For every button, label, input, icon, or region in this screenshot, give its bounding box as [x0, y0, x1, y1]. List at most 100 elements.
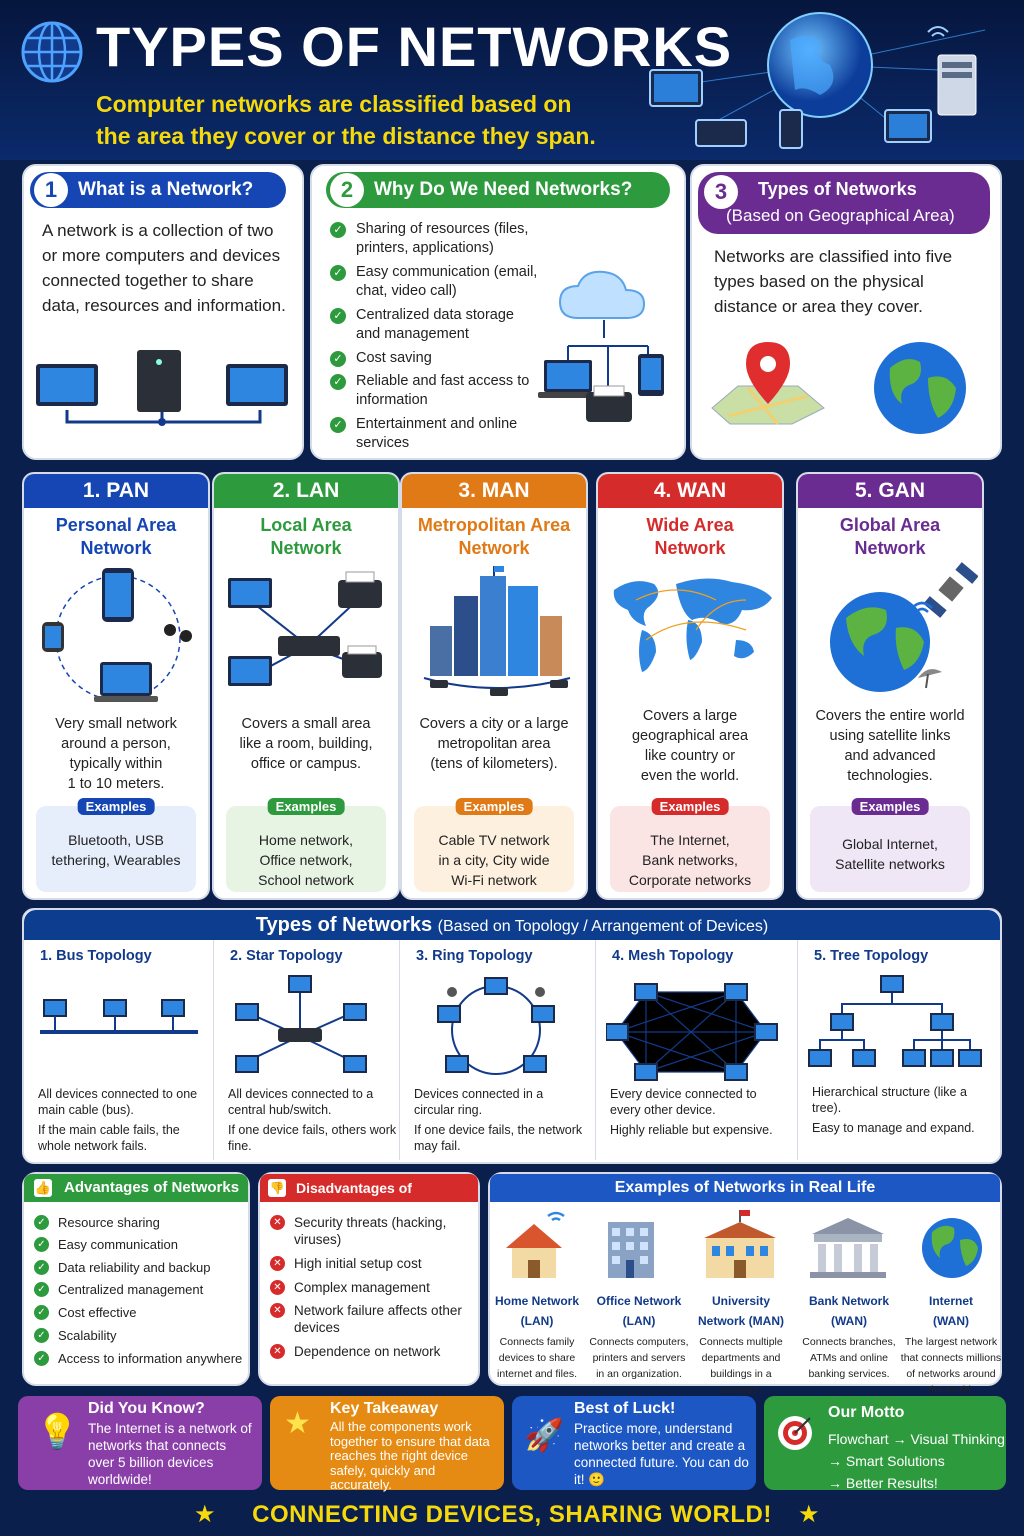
topology-bus: 1. Bus Topology All devices connected to… [24, 940, 214, 1160]
real-life-item-office: Office Network(LAN)Connects computers, p… [589, 1294, 689, 1380]
pan-devices-illustration [42, 568, 192, 702]
section-title: Types of Networks [758, 179, 917, 199]
advantage-item: ✓Scalability [34, 1327, 117, 1344]
topology-bullet: Highly reliable but expensive. [610, 1123, 773, 1137]
subtitle-line: the area they cover or the distance they… [96, 123, 596, 149]
disadvantages-header: Disadvantages of Networks [260, 1174, 478, 1224]
computers-network-illustration [36, 350, 288, 426]
tip-text: The Internet is a network of networks th… [88, 1421, 252, 1487]
topology-bullet: If one device fails, others work fine. [228, 1123, 397, 1153]
page-subtitle: Computer networks are classified based o… [96, 88, 656, 152]
tip-title: Did You Know? [88, 1400, 205, 1417]
check-icon: ✓ [330, 417, 346, 433]
disadvantage-item: ✕Dependence on network [270, 1343, 470, 1360]
network-header: 5. GAN [798, 474, 982, 508]
tip-title: Best of Luck! [574, 1400, 676, 1417]
footer-banner: ★ CONNECTING DEVICES, SHARING WORLD! ★ [0, 1498, 1024, 1536]
network-globe-illustration [649, 12, 986, 149]
examples-text: The Internet,Bank networks,Corporate net… [628, 832, 752, 888]
real-life-item-bank: Bank Network(WAN)Connects branches, ATMs… [802, 1294, 896, 1380]
section-title: What is a Network? [78, 179, 254, 200]
internet-globe-icon [922, 1218, 982, 1278]
topology-ring: 3. Ring Topology Devices connected in a … [400, 940, 596, 1160]
topology-mesh: 4. Mesh Topology Every device connected … [596, 940, 798, 1160]
tip-text: All the components work together to ensu… [330, 1419, 490, 1492]
cloud-devices-illustration [538, 270, 664, 422]
cross-icon: ✕ [270, 1344, 285, 1359]
reason-item: ✓Entertainment and online services [330, 415, 540, 453]
network-header: 3. MAN [402, 474, 586, 508]
our-motto-card: Our Motto Flowchart → Visual Thinking→ S… [764, 1396, 1006, 1491]
real-life-icons [506, 1210, 982, 1278]
check-icon: ✓ [330, 222, 346, 238]
examples-box: Examples Home network,Office network,Sch… [226, 798, 386, 892]
topology-star: 2. Star Topology All devices connected t… [214, 940, 400, 1160]
rocket-icon: 🚀 [524, 1417, 564, 1453]
topology-panel [22, 908, 1002, 1164]
examples-text: Global Internet,Satellite networks [835, 836, 945, 872]
examples-box: Examples The Internet,Bank networks,Corp… [610, 798, 770, 892]
check-icon: ✓ [330, 265, 346, 281]
topology-name: 3. Ring Topology [416, 948, 533, 964]
check-icon: ✓ [34, 1351, 49, 1366]
star-icon: ★ [284, 1407, 311, 1440]
topology-bullet: All devices connected to one main cable … [38, 1087, 198, 1117]
tip-title: Our Motto [828, 1404, 905, 1421]
topology-tree: 5. Tree Topology Hierarchical structure … [798, 940, 1000, 1160]
section-pill: 1 What is a Network? [30, 172, 286, 208]
network-header: 4. WAN [598, 474, 782, 508]
examples-label: Examples [851, 798, 929, 815]
map-pin-icon [711, 342, 825, 425]
bus-topology-diagram [40, 999, 198, 1034]
world-map-illustration [613, 578, 772, 672]
best-of-luck-card: 🚀 Best of Luck! Practice more, understan… [512, 1396, 756, 1490]
tip-text: Practice more, understand networks bette… [574, 1421, 749, 1487]
check-icon: ✓ [34, 1237, 49, 1252]
check-icon: ✓ [330, 374, 346, 390]
examples-label: Examples [455, 798, 533, 815]
target-icon [778, 1416, 812, 1450]
house-icon [506, 1211, 565, 1278]
network-header: 1. PAN [24, 474, 208, 508]
disadvantage-item: ✕High initial setup cost [270, 1255, 470, 1272]
network-definition: A network is a collection of two or more… [42, 221, 286, 315]
real-life-item-internet: Internet(WAN)The largest network that co… [900, 1294, 1002, 1396]
section-number: 1 [34, 173, 68, 207]
examples-label: Examples [651, 798, 729, 815]
geo-description: Networks are classified into five types … [714, 247, 953, 316]
real-life-item-home: Home Network(LAN)Connects family devices… [494, 1294, 580, 1380]
tree-topology-diagram [808, 975, 982, 1067]
topology-name: 1. Bus Topology [40, 948, 152, 964]
topology-name: 2. Star Topology [230, 948, 343, 964]
topology-header: Types of Networks (Based on Topology / A… [24, 910, 1000, 940]
topology-bullet: If one device fails, the network may fai… [414, 1123, 583, 1153]
motto-text: Flowchart → Visual Thinking→ Smart Solut… [828, 1431, 1005, 1491]
examples-text: Home network,Office network,School netwo… [258, 832, 354, 888]
disadvantage-item: ✕Security threats (hacking, viruses) [270, 1214, 470, 1248]
star-icon: ★ [798, 1501, 821, 1528]
section-number: 2 [330, 173, 364, 207]
advantages-panel [22, 1172, 250, 1386]
advantage-item: ✓Access to information anywhere [34, 1350, 242, 1367]
star-topology-diagram [235, 975, 367, 1073]
examples-label: Examples [267, 798, 345, 815]
check-icon: ✓ [34, 1260, 49, 1275]
thumbs-up-icon: 👍 [34, 1179, 52, 1197]
advantage-item: ✓Easy communication [34, 1236, 178, 1253]
lan-devices-illustration [228, 571, 382, 686]
topology-bullet: Hierarchical structure (like a tree). [812, 1085, 967, 1115]
reason-item: ✓Sharing of resources (files, printers, … [330, 220, 540, 258]
disadvantages-panel [258, 1172, 480, 1386]
key-takeaway-card: ★ Key Takeaway All the components work t… [270, 1396, 504, 1492]
